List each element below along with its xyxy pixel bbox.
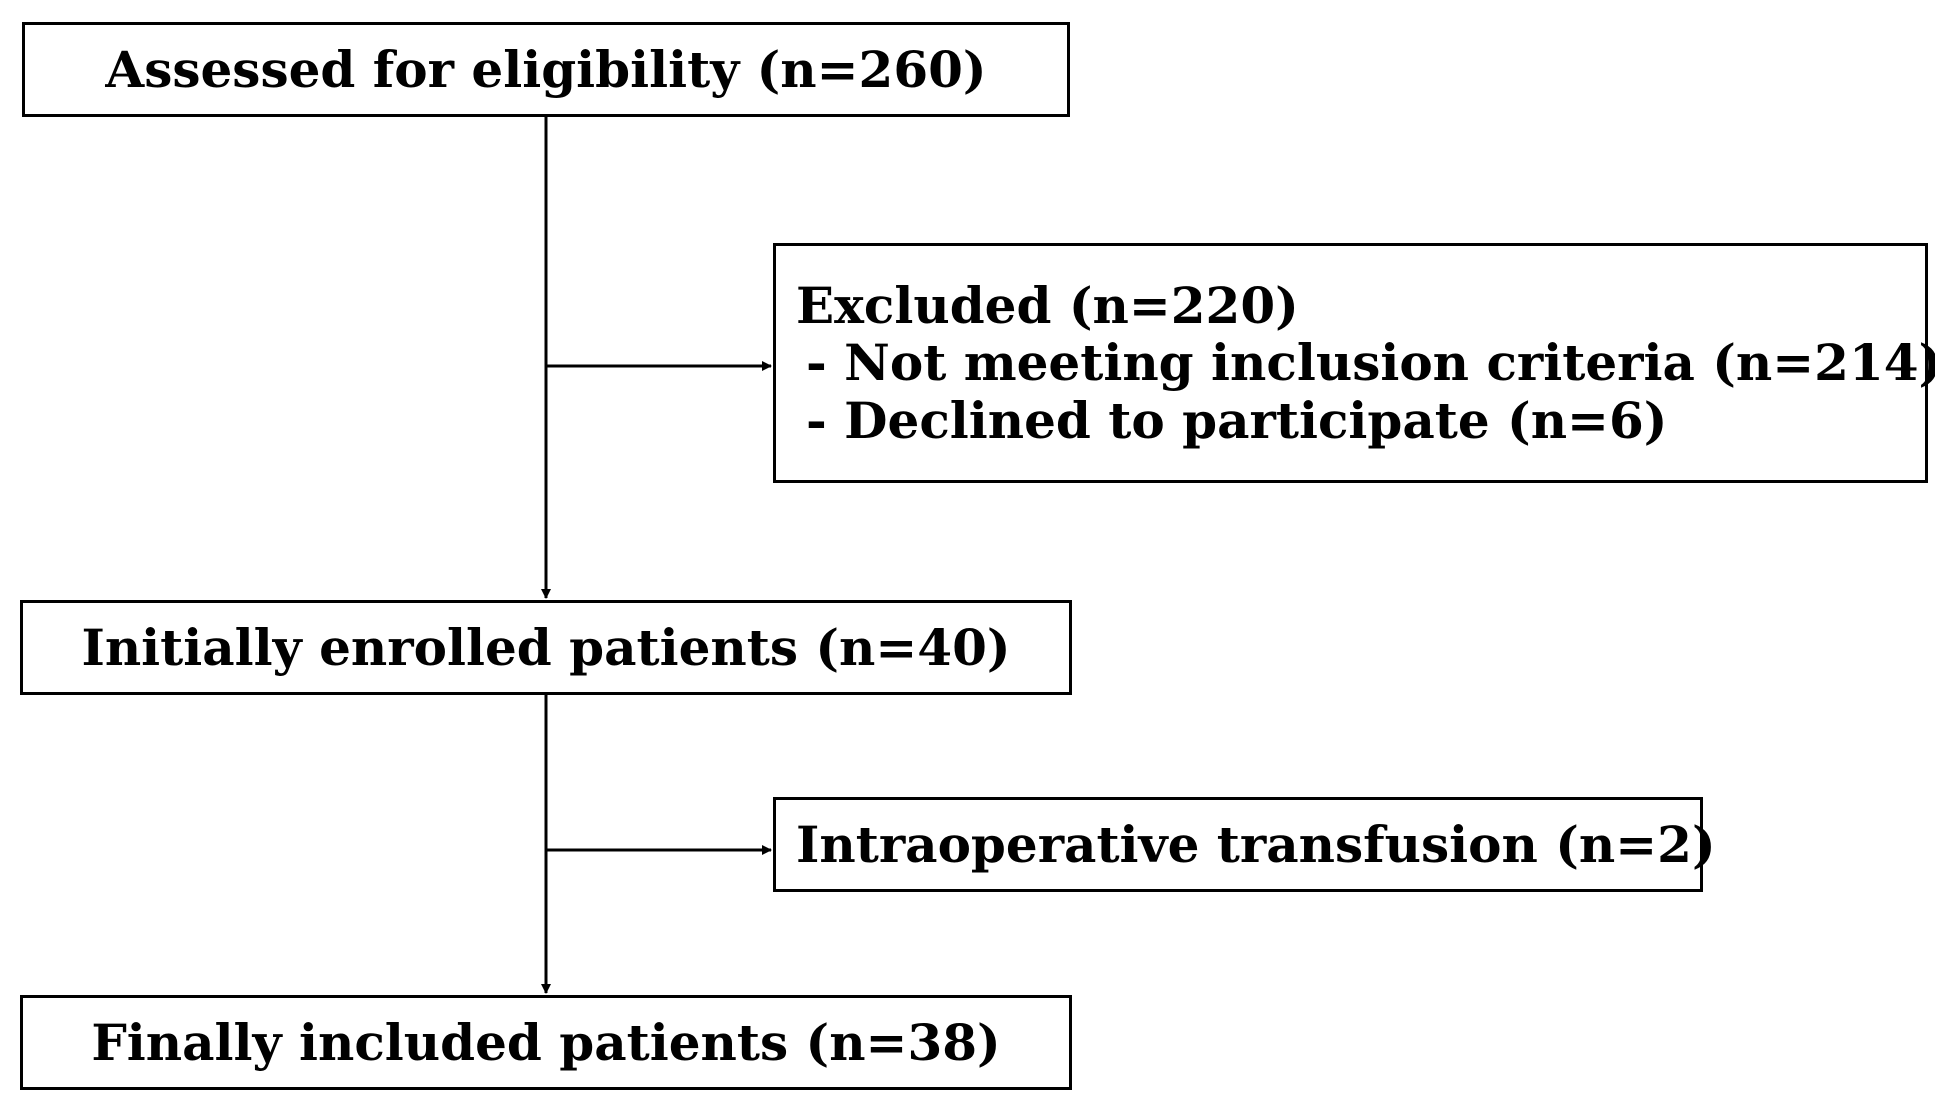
assessed-box: Assessed for eligibility (n=260)	[22, 22, 1070, 117]
assessed-label: Assessed for eligibility (n=260)	[105, 39, 987, 99]
excluded-reason-declined: - Declined to participate (n=6)	[806, 390, 1668, 450]
transfusion-label: Intraoperative transfusion (n=2)	[796, 814, 1716, 874]
excluded-box: Excluded (n=220) - Not meeting inclusion…	[773, 243, 1935, 483]
enrolled-box: Initially enrolled patients (n=40)	[20, 600, 1072, 695]
excluded-title: Excluded (n=220)	[796, 275, 1299, 335]
transfusion-box: Intraoperative transfusion (n=2)	[773, 797, 1716, 892]
final-box: Finally included patients (n=38)	[20, 995, 1072, 1090]
enrolled-label: Initially enrolled patients (n=40)	[81, 617, 1011, 677]
excluded-reason-inclusion: - Not meeting inclusion criteria (n=214)	[806, 333, 1935, 393]
final-label: Finally included patients (n=38)	[91, 1012, 1001, 1072]
